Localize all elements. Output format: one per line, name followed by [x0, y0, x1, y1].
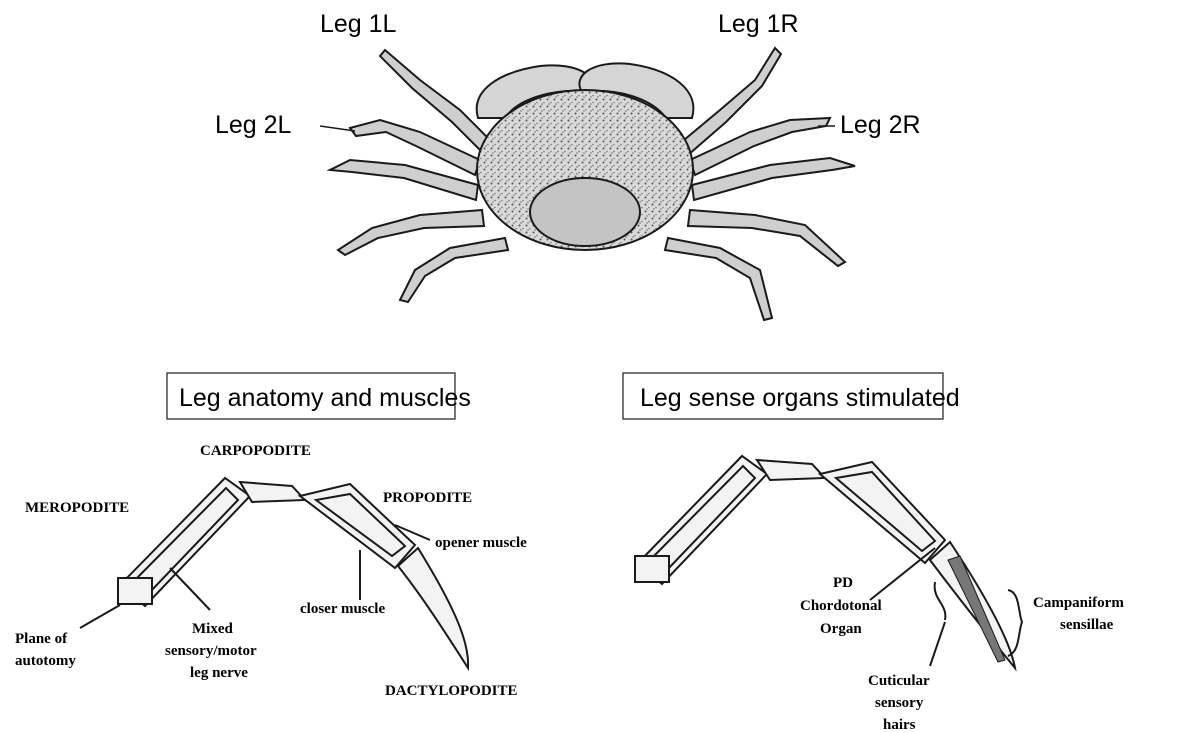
- label-cuticular-3: hairs: [883, 717, 916, 733]
- label-cuticular-2: sensory: [875, 695, 924, 711]
- panel-right-title: Leg sense organs stimulated: [640, 384, 960, 412]
- label-dactylopodite: DACTYLOPODITE: [385, 683, 518, 699]
- label-closer-muscle: closer muscle: [300, 601, 385, 617]
- crab-abdomen: [530, 178, 640, 246]
- label-meropodite: MEROPODITE: [25, 500, 129, 516]
- label-pd-1: PD: [833, 575, 853, 591]
- label-leg-2r: Leg 2R: [840, 111, 921, 139]
- label-opener-muscle: opener muscle: [435, 535, 527, 551]
- label-carpopodite: CARPOPODITE: [200, 443, 311, 459]
- label-leg-1r: Leg 1R: [718, 10, 799, 38]
- label-campaniform-2: sensillae: [1060, 617, 1114, 633]
- label-nerve-1: Mixed: [192, 621, 233, 637]
- label-plane-of-autotomy-1: Plane of: [15, 631, 68, 647]
- label-pd-3: Organ: [820, 621, 862, 637]
- label-propodite: PROPODITE: [383, 490, 472, 506]
- crab-legs-right: [665, 48, 855, 320]
- leg-anatomy-drawing: [80, 478, 468, 668]
- label-leg-2l: Leg 2L: [215, 111, 292, 139]
- label-leg-1l: Leg 1L: [320, 10, 397, 38]
- label-campaniform-1: Campaniform: [1033, 595, 1124, 611]
- label-nerve-2: sensory/motor: [165, 643, 257, 659]
- panel-left-title: Leg anatomy and muscles: [179, 384, 471, 412]
- label-nerve-3: leg nerve: [190, 665, 248, 681]
- label-plane-of-autotomy-2: autotomy: [15, 653, 76, 669]
- crab-illustration: [330, 48, 855, 320]
- label-cuticular-1: Cuticular: [868, 673, 930, 689]
- label-pd-2: Chordotonal: [800, 598, 882, 614]
